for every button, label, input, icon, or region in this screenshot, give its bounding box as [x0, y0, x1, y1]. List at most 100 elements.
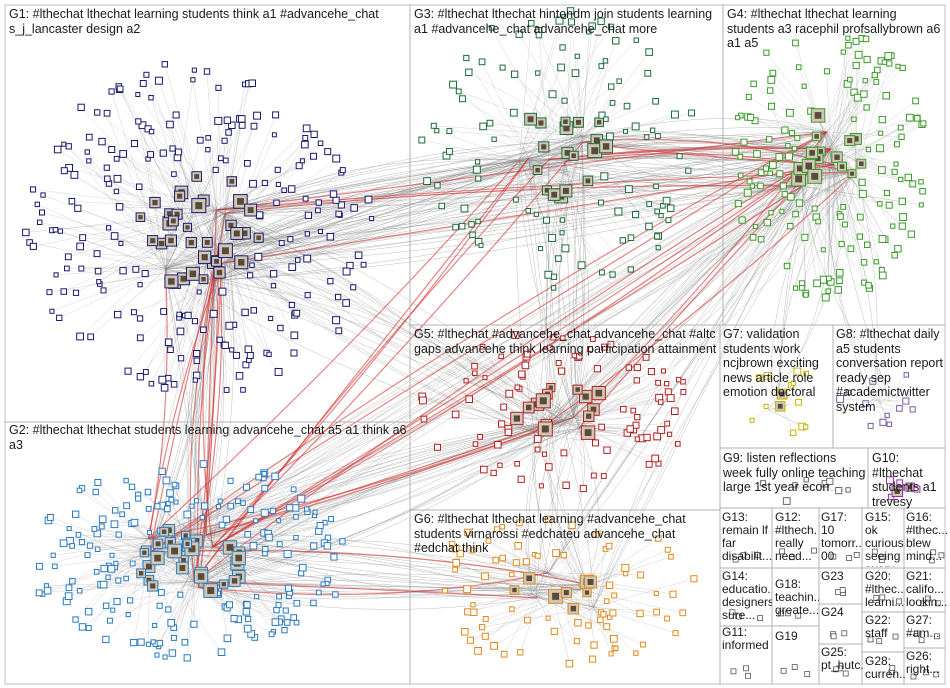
- group-label-g13: G13: remain lf far disabilit...: [722, 511, 772, 567]
- node-g3: [514, 197, 519, 202]
- node-g1: [336, 211, 342, 217]
- node-avatar: [198, 573, 205, 580]
- node-g2: [99, 524, 104, 529]
- node-g2: [70, 544, 75, 549]
- node-g4: [768, 171, 773, 176]
- node-g2: [151, 640, 155, 644]
- node-g4: [875, 67, 881, 73]
- node-avatar: [586, 179, 591, 184]
- node-g2: [244, 602, 250, 608]
- node-g2: [256, 474, 262, 480]
- node-g2: [159, 590, 165, 596]
- node-avatar: [575, 387, 580, 392]
- node-g1: [230, 348, 234, 352]
- node-g1: [109, 147, 115, 153]
- node-g5: [515, 462, 520, 467]
- node-g3: [456, 89, 461, 94]
- node-g2: [79, 624, 85, 630]
- node-g3: [628, 235, 634, 241]
- node-g4: [754, 151, 761, 158]
- node-g6: [586, 623, 591, 628]
- node-g6: [471, 603, 475, 607]
- node-g4: [919, 180, 923, 184]
- node-g5: [658, 427, 665, 434]
- node-avatar: [603, 143, 609, 149]
- node-g3: [476, 176, 481, 181]
- node-g1: [177, 328, 184, 335]
- node-g2: [103, 636, 109, 642]
- node-g1: [137, 335, 143, 341]
- node-g2: [103, 603, 109, 609]
- node-g1: [191, 78, 195, 82]
- node-g1: [289, 264, 296, 271]
- node-g1: [370, 216, 374, 220]
- node-g1: [168, 347, 174, 353]
- node-g1: [343, 300, 350, 307]
- node-g1: [94, 251, 100, 257]
- node-g1: [142, 271, 148, 277]
- node-g2: [73, 511, 79, 517]
- node-g3: [558, 64, 565, 71]
- node-g5: [491, 470, 496, 475]
- node-avatar: [551, 192, 557, 198]
- node-g3: [615, 208, 622, 215]
- node-g3: [464, 55, 469, 60]
- node-avatar: [238, 259, 245, 266]
- node-g2: [138, 639, 144, 645]
- node-g1: [251, 308, 257, 314]
- node-g1: [117, 86, 123, 92]
- node-g4: [750, 235, 756, 241]
- node-g1: [30, 243, 36, 249]
- node-g5: [676, 442, 681, 447]
- node-g5: [472, 363, 478, 369]
- node-g4: [914, 116, 920, 122]
- node-g1: [226, 130, 232, 136]
- node-g4: [770, 70, 776, 76]
- node-g1: [160, 150, 166, 156]
- node-avatar: [597, 120, 601, 124]
- node-g2: [311, 600, 317, 606]
- node-g3: [604, 117, 609, 122]
- node-g5: [631, 408, 636, 413]
- group-label-g21: G21: califo... lookin...: [906, 570, 948, 612]
- node-g5: [556, 361, 561, 366]
- node-g1: [305, 232, 309, 236]
- node-g6: [624, 572, 628, 576]
- node-g24: [842, 631, 847, 636]
- node-g3: [476, 219, 480, 223]
- node-g4: [879, 272, 886, 279]
- node-g2: [79, 540, 84, 545]
- node-g2: [145, 489, 151, 495]
- node-g4: [913, 98, 919, 104]
- node-avatar: [594, 137, 600, 143]
- node-g2: [157, 640, 162, 645]
- node-g4: [859, 190, 866, 197]
- node-avatar: [162, 530, 166, 534]
- node-avatar: [571, 606, 576, 611]
- node-g1: [325, 149, 331, 155]
- node-g9: [783, 498, 790, 505]
- node-g2: [294, 535, 298, 539]
- node-g5: [498, 463, 502, 467]
- node-g2: [321, 582, 325, 586]
- node-g1: [300, 159, 304, 163]
- node-avatar: [811, 173, 818, 180]
- node-g3: [647, 202, 652, 207]
- node-g4: [919, 203, 923, 207]
- node-g8: [887, 422, 891, 426]
- node-g1: [75, 205, 81, 211]
- node-g3: [610, 101, 615, 106]
- node-g1: [193, 378, 197, 382]
- node-avatar: [512, 588, 516, 592]
- node-g2: [191, 621, 197, 627]
- node-g1: [291, 332, 298, 339]
- node-g4: [800, 285, 805, 290]
- node-avatar: [139, 571, 143, 575]
- node-g3: [610, 272, 615, 277]
- group-label-g6: G6: #lthechat lthechat learning #advance…: [414, 512, 718, 556]
- node-avatar: [171, 219, 176, 224]
- node-g4: [898, 125, 903, 130]
- node-g4: [838, 214, 844, 220]
- node-g1: [178, 356, 183, 361]
- node-g5: [665, 421, 670, 426]
